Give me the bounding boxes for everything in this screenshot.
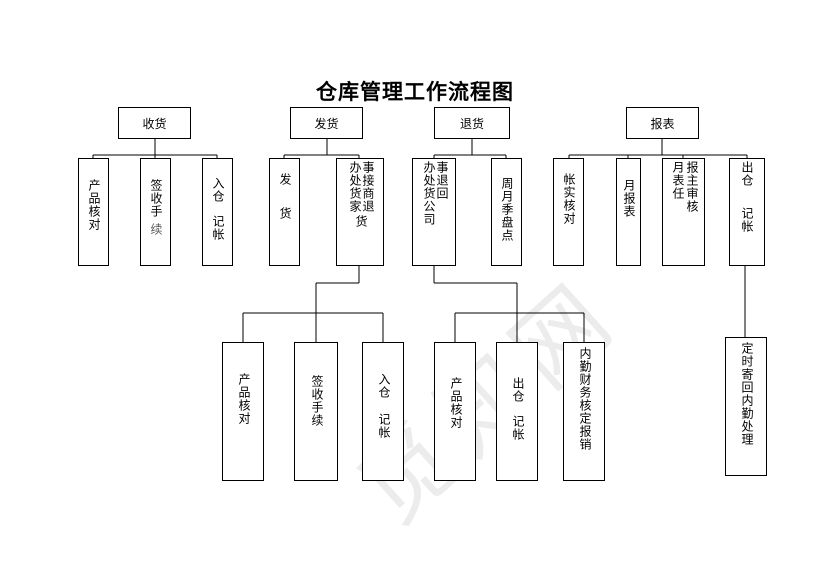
node-label: 产品核对 — [237, 373, 251, 425]
company-product-check-node: 产品核对 — [434, 342, 476, 481]
monthly-check-node: 周月季盘点 — [491, 158, 522, 266]
node-label: 办处货公司 — [422, 161, 436, 226]
receive-product-check-node: 产品核对 — [78, 158, 109, 266]
node-label: 货 — [278, 207, 292, 220]
return-node: 退货 — [434, 107, 510, 139]
monthly-report-node: 月报表 — [616, 158, 641, 266]
node-label: 产品核对 — [449, 377, 463, 429]
node-label: 内勤财务核定报销 — [578, 347, 592, 451]
node-label: 入仓 — [211, 177, 225, 203]
node-label: 事退回 — [435, 161, 449, 200]
node-label: 出仓 — [511, 377, 525, 403]
node-label: 事接商退 — [361, 161, 375, 213]
node-label: 发 — [278, 173, 292, 186]
node-label: 记帐 — [211, 215, 225, 241]
finance-writeoff-node: 内勤财务核定报销 — [563, 342, 605, 481]
supplier-product-check-node: 产品核对 — [222, 342, 264, 481]
supplier-sign-node: 签收手续 — [294, 342, 338, 481]
manager-review-node: 报主审核 月表任 — [662, 158, 705, 266]
receive-node: 收货 — [118, 107, 191, 139]
node-label: 月报表 — [622, 179, 636, 218]
node-label: 记帐 — [377, 413, 391, 439]
node-label: 签收手续 — [310, 375, 324, 427]
node-label: 货 — [354, 215, 368, 228]
node-label: 办处货家 — [348, 161, 362, 213]
node-label: 续 — [149, 223, 163, 236]
node-label: 记帐 — [740, 207, 754, 233]
node-label: 定时寄回内勤处理 — [740, 342, 754, 446]
receive-sign-node: 签收手 续 — [140, 158, 171, 266]
node-label: 周月季盘点 — [500, 177, 514, 242]
stock-out-node: 出仓 记帐 — [729, 158, 765, 266]
ship-node-detail: 发 货 — [269, 158, 300, 266]
ship-node: 发货 — [290, 107, 363, 139]
supplier-return-node: 事接商退 办处货家 货 — [336, 158, 384, 266]
node-label: 出仓 — [740, 161, 754, 187]
company-return-node: 事退回 办处货公司 — [412, 158, 456, 266]
page-title: 仓库管理工作流程图 — [316, 80, 514, 104]
node-label: 签收手 — [149, 179, 163, 218]
company-stock-out-node: 出仓 记帐 — [496, 342, 538, 481]
receive-stock-in-node: 入仓 记帐 — [202, 158, 233, 266]
supplier-stock-in-node: 入仓 记帐 — [362, 342, 404, 481]
report-node: 报表 — [626, 107, 699, 139]
account-check-node: 帐实核对 — [553, 158, 584, 266]
node-label: 月表任 — [671, 161, 685, 200]
node-label: 产品核对 — [87, 179, 101, 231]
node-label: 帐实核对 — [562, 173, 576, 225]
periodic-return-node: 定时寄回内勤处理 — [725, 337, 767, 476]
node-label: 入仓 — [377, 373, 391, 399]
node-label: 报主审核 — [685, 161, 699, 213]
node-label: 记帐 — [511, 415, 525, 441]
